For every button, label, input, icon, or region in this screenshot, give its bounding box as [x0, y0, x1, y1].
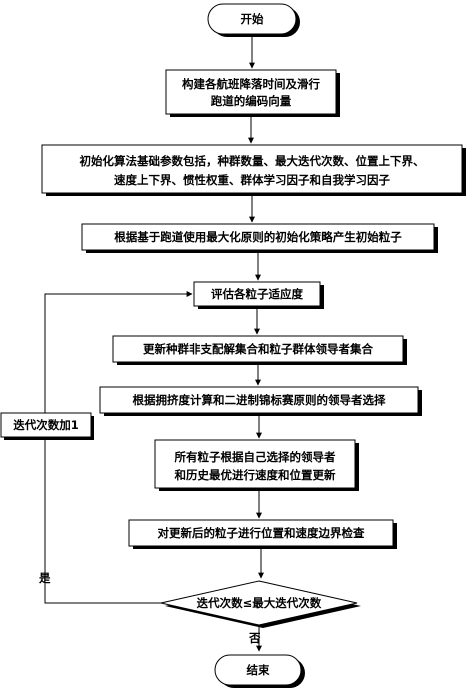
yes-label: 是	[38, 571, 51, 585]
edge-increment-evaluate	[44, 291, 193, 413]
leader-selection-node: 根据拥挤度计算和二进制锦标赛原则的领导者选择	[99, 386, 422, 416]
generate-particles-node: 根据基于跑道使用最大化原则的初始化策略产生初始粒子	[81, 223, 438, 253]
end-label: 结束	[246, 663, 270, 677]
velocity-update-line2: 和历史最优进行速度和位置更新	[175, 468, 336, 482]
leader-selection-label: 根据拥挤度计算和二进制锦标赛原则的领导者选择	[133, 393, 386, 407]
update-sets-label: 更新种群非支配解集合和粒子群体领导者集合	[143, 342, 373, 356]
edge-decision-increment	[44, 436, 161, 604]
update-sets-node: 更新种群非支配解集合和粒子群体领导者集合	[112, 335, 407, 365]
no-label: 否	[248, 631, 261, 645]
build-vector-line2: 跑道的编码向量	[211, 94, 292, 108]
increment-node: 迭代次数加1	[0, 412, 94, 440]
velocity-update-line1: 所有粒子根据自己选择的领导者	[175, 450, 336, 464]
start-label: 开始	[241, 12, 264, 26]
init-params-line2: 速度上下界、惯性权重、群体学习因子和自我学习因子	[114, 173, 390, 187]
decision-node: 迭代次数≤最大迭代次数	[160, 580, 361, 628]
init-params-node: 初始化算法基础参数包括，种群数量、最大迭代次数、位置上下界、 速度上下界、惯性权…	[41, 144, 466, 196]
velocity-update-node: 所有粒子根据自己选择的领导者 和历史最优进行速度和位置更新	[154, 439, 359, 491]
build-vector-node: 构建各航班降落时间及滑行 跑道的编码向量	[165, 69, 340, 117]
decision-label: 迭代次数≤最大迭代次数	[197, 596, 322, 610]
boundary-check-node: 对更新后的粒子进行位置和速度边界检查	[128, 519, 397, 549]
evaluate-fitness-label: 评估各粒子适应度	[211, 287, 303, 301]
increment-label: 迭代次数加1	[13, 418, 79, 432]
build-vector-line1: 构建各航班降落时间及滑行	[182, 77, 320, 91]
init-params-line1: 初始化算法基础参数包括，种群数量、最大迭代次数、位置上下界、	[80, 154, 425, 168]
generate-particles-label: 根据基于跑道使用最大化原则的初始化策略产生初始粒子	[114, 230, 402, 244]
evaluate-fitness-node: 评估各粒子适应度	[193, 281, 324, 309]
boundary-check-label: 对更新后的粒子进行位置和速度边界检查	[158, 526, 365, 540]
start-node: 开始	[207, 3, 300, 37]
end-node: 结束	[214, 654, 305, 688]
